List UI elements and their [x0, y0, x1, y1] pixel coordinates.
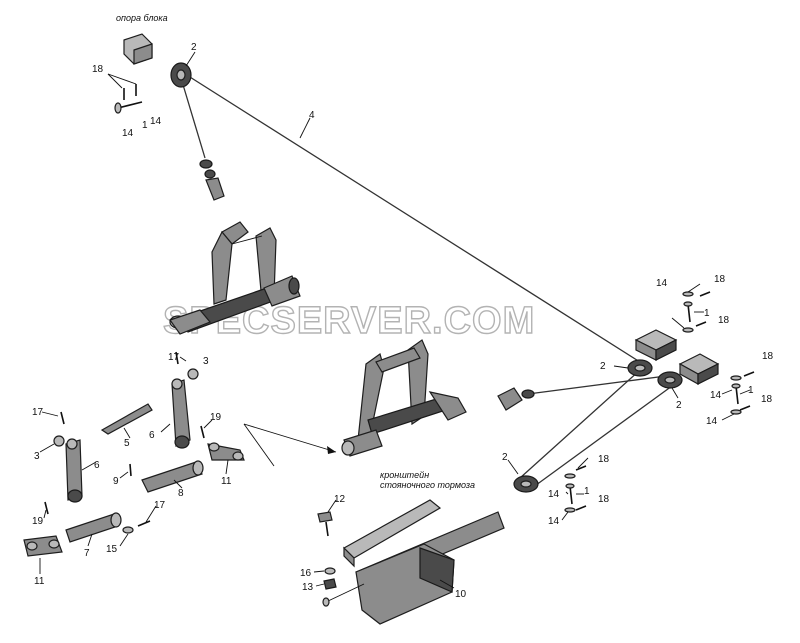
- label-8: 8: [178, 488, 184, 499]
- parking-brake-bracket: [322, 499, 505, 625]
- label-17-b: 17: [32, 407, 44, 418]
- label-18-right-2: 18: [718, 315, 730, 326]
- cables: [180, 71, 673, 489]
- label-1-top: 1: [142, 120, 148, 131]
- label-18-right-1: 18: [714, 274, 726, 285]
- lever-6-lower: [65, 438, 83, 503]
- link-plate-5: [100, 403, 153, 435]
- label-14-right-5: 14: [548, 516, 560, 527]
- cable-right-lower-a: [519, 369, 641, 479]
- label-14-right-3: 14: [706, 416, 718, 427]
- label-13: 13: [302, 582, 314, 593]
- label-7: 7: [84, 548, 90, 559]
- pulley-right-3: [513, 475, 539, 493]
- block-support-pad: [123, 33, 153, 65]
- label-3-b: 3: [34, 451, 40, 462]
- label-2-right-3: 2: [502, 452, 508, 463]
- shaft-8: [141, 460, 204, 493]
- label-14-right-1: 14: [656, 278, 668, 289]
- label-15: 15: [106, 544, 118, 555]
- cable-right-hook: [527, 375, 667, 395]
- label-2-right-1: 2: [600, 361, 606, 372]
- link-11-right: [207, 442, 245, 461]
- axle-pins-right: [564, 291, 755, 513]
- label-18-right-3: 18: [762, 351, 774, 362]
- label-14-top-a: 14: [122, 128, 134, 139]
- label-10: 10: [455, 589, 467, 600]
- cable-hook-top: [199, 159, 225, 201]
- pulley-top: [170, 62, 192, 88]
- label-1-right-1: 1: [704, 308, 710, 319]
- label-18-right-6: 18: [598, 494, 610, 505]
- label-12: 12: [334, 494, 346, 505]
- assembly-arrow: [243, 423, 337, 467]
- caption-bracket-line2: стояночного тормоза: [380, 480, 475, 490]
- label-5: 5: [124, 438, 130, 449]
- pulley-right-1: [627, 359, 653, 377]
- label-19-a: 19: [210, 412, 222, 423]
- label-14-top-b: 14: [150, 116, 162, 127]
- label-16: 16: [300, 568, 312, 579]
- cable-main: [181, 71, 641, 363]
- nut-13: [323, 578, 337, 590]
- label-3-a: 3: [203, 356, 209, 367]
- label-6-upper: 6: [149, 430, 155, 441]
- label-2-top: 2: [191, 42, 197, 53]
- cable-right-lower-b: [531, 385, 673, 489]
- support-pad-right-1: [634, 329, 678, 361]
- label-11-left: 11: [34, 576, 45, 587]
- label-14-right-4: 14: [548, 489, 560, 500]
- cable-upper-drop: [180, 77, 206, 159]
- lower-bracket-assembly: [341, 339, 467, 457]
- label-1-right-3: 1: [584, 486, 590, 497]
- label-19-b: 19: [32, 516, 44, 527]
- pulley-right-2: [657, 371, 683, 389]
- washer-16: [324, 567, 336, 575]
- label-4: 4: [309, 110, 315, 121]
- bolt-12: [317, 511, 333, 537]
- label-2-right-2: 2: [676, 400, 682, 411]
- support-pad-right-2: [678, 353, 720, 386]
- label-1-right-2: 1: [748, 385, 754, 396]
- upper-bracket-assembly: [169, 221, 301, 335]
- lever-6-upper: [171, 378, 191, 449]
- label-9: 9: [113, 476, 119, 487]
- label-18-top: 18: [92, 64, 104, 75]
- shaft-7: [65, 512, 122, 543]
- label-17-a: 17: [168, 352, 180, 363]
- callout-labels: 2 18 14 1 14 4 17 3 17 3 6 6 5 19 19 9 8…: [32, 42, 774, 600]
- link-11-left: [23, 535, 63, 557]
- label-17-c: 17: [154, 500, 166, 511]
- label-18-right-5: 18: [598, 454, 610, 465]
- label-14-right-2: 14: [710, 390, 722, 401]
- axle-pin-top-left: [114, 84, 143, 114]
- small-pins-left: [44, 351, 205, 534]
- label-11-right: 11: [221, 476, 232, 487]
- cable-hook-right: [497, 387, 535, 411]
- label-18-right-4: 18: [761, 394, 773, 405]
- leader-lines: [39, 51, 751, 589]
- caption-bracket-line1: кронштейн: [380, 470, 429, 480]
- caption-block-support: опора блока: [116, 13, 168, 23]
- label-6-lower: 6: [94, 460, 100, 471]
